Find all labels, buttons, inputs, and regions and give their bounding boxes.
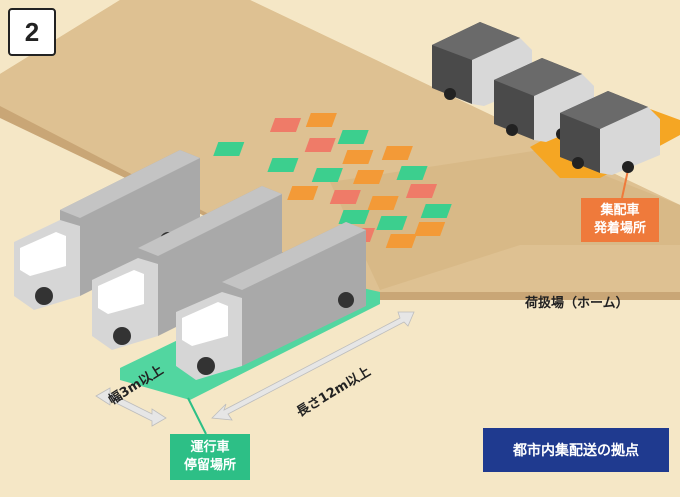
packages bbox=[213, 113, 452, 248]
pickup-area-label-line1: 集配車 bbox=[600, 203, 640, 218]
truck-parking-label: 運行車 停留場所 bbox=[170, 434, 250, 480]
facility-title-box: 都市内集配送の拠点 bbox=[483, 428, 669, 472]
parking-connector bbox=[187, 397, 207, 435]
large-truck-1 bbox=[14, 150, 200, 310]
truck-parking-label-line2: 停留場所 bbox=[183, 458, 236, 473]
pickup-area-label-line2: 発着場所 bbox=[593, 221, 646, 236]
large-truck-3 bbox=[176, 222, 366, 380]
small-truck-3 bbox=[560, 91, 660, 175]
length-arrow bbox=[211, 311, 415, 421]
truck-parking-label-line1: 運行車 bbox=[190, 440, 230, 455]
figure-number-badge: 2 bbox=[8, 8, 56, 56]
large-truck-2 bbox=[92, 186, 282, 350]
pickup-area-label: 集配車 発着場所 bbox=[581, 198, 659, 242]
pickup-connector bbox=[621, 169, 629, 199]
width-arrow bbox=[95, 387, 167, 427]
loading-dock-label: 荷扱場（ホーム） bbox=[525, 296, 629, 311]
